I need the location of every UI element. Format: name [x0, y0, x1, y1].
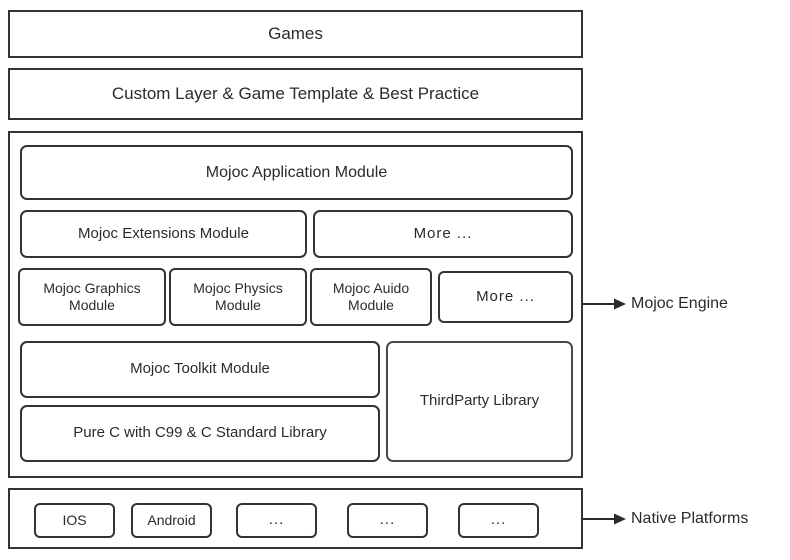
annotation-platforms-label: Native Platforms — [631, 510, 749, 527]
layer-engine-container: Mojoc Application Module Mojoc Extension… — [8, 131, 583, 478]
layer-custom-box[interactable]: Custom Layer & Game Template & Best Prac… — [8, 68, 583, 120]
module-thirdparty[interactable]: ThirdParty Library — [386, 341, 573, 462]
annotation-platforms: Native Platforms — [583, 508, 748, 530]
module-core-more-label: More ... — [476, 287, 535, 305]
module-extensions-more-label: More ... — [413, 224, 473, 242]
platform-more-1-label: ... — [268, 511, 285, 529]
arrow-right-icon — [583, 513, 626, 525]
arrow-right-icon — [583, 298, 626, 310]
module-physics-label: Mojoc Physics Module — [193, 279, 283, 313]
module-extensions-more[interactable]: More ... — [313, 210, 573, 258]
platform-more-3-label: ... — [490, 511, 507, 529]
platform-more-1[interactable]: ... — [236, 503, 317, 538]
layer-games-label: Games — [268, 23, 323, 43]
module-toolkit-label: Mojoc Toolkit Module — [130, 360, 270, 378]
platform-android[interactable]: Android — [131, 503, 212, 538]
module-core-more[interactable]: More ... — [438, 271, 573, 323]
annotation-engine-label: Mojoc Engine — [631, 295, 728, 312]
module-physics[interactable]: Mojoc Physics Module — [169, 268, 307, 326]
layer-platforms-container: IOS Android ... ... ... — [8, 488, 583, 549]
module-graphics[interactable]: Mojoc Graphics Module — [18, 268, 166, 326]
module-extensions-label: Mojoc Extensions Module — [78, 224, 249, 242]
module-application-label: Mojoc Application Module — [205, 163, 388, 181]
module-application[interactable]: Mojoc Application Module — [20, 145, 573, 200]
module-thirdparty-label: ThirdParty Library — [419, 392, 540, 410]
platform-more-2-label: ... — [379, 511, 396, 529]
platform-android-label: Android — [147, 511, 196, 528]
module-extensions[interactable]: Mojoc Extensions Module — [20, 210, 307, 258]
layer-games-box[interactable]: Games — [8, 10, 583, 58]
module-graphics-label: Mojoc Graphics Module — [43, 279, 141, 313]
module-toolkit[interactable]: Mojoc Toolkit Module — [20, 341, 380, 398]
platform-ios[interactable]: IOS — [34, 503, 115, 538]
platform-more-3[interactable]: ... — [458, 503, 539, 538]
platform-more-2[interactable]: ... — [347, 503, 428, 538]
module-audio[interactable]: Mojoc Auido Module — [310, 268, 432, 326]
platform-ios-label: IOS — [62, 511, 87, 528]
annotation-engine: Mojoc Engine — [583, 293, 728, 315]
layer-custom-label: Custom Layer & Game Template & Best Prac… — [111, 83, 480, 103]
module-pure-c[interactable]: Pure C with C99 & C Standard Library — [20, 405, 380, 462]
module-audio-label: Mojoc Auido Module — [332, 279, 410, 313]
module-pure-c-label: Pure C with C99 & C Standard Library — [73, 424, 327, 442]
